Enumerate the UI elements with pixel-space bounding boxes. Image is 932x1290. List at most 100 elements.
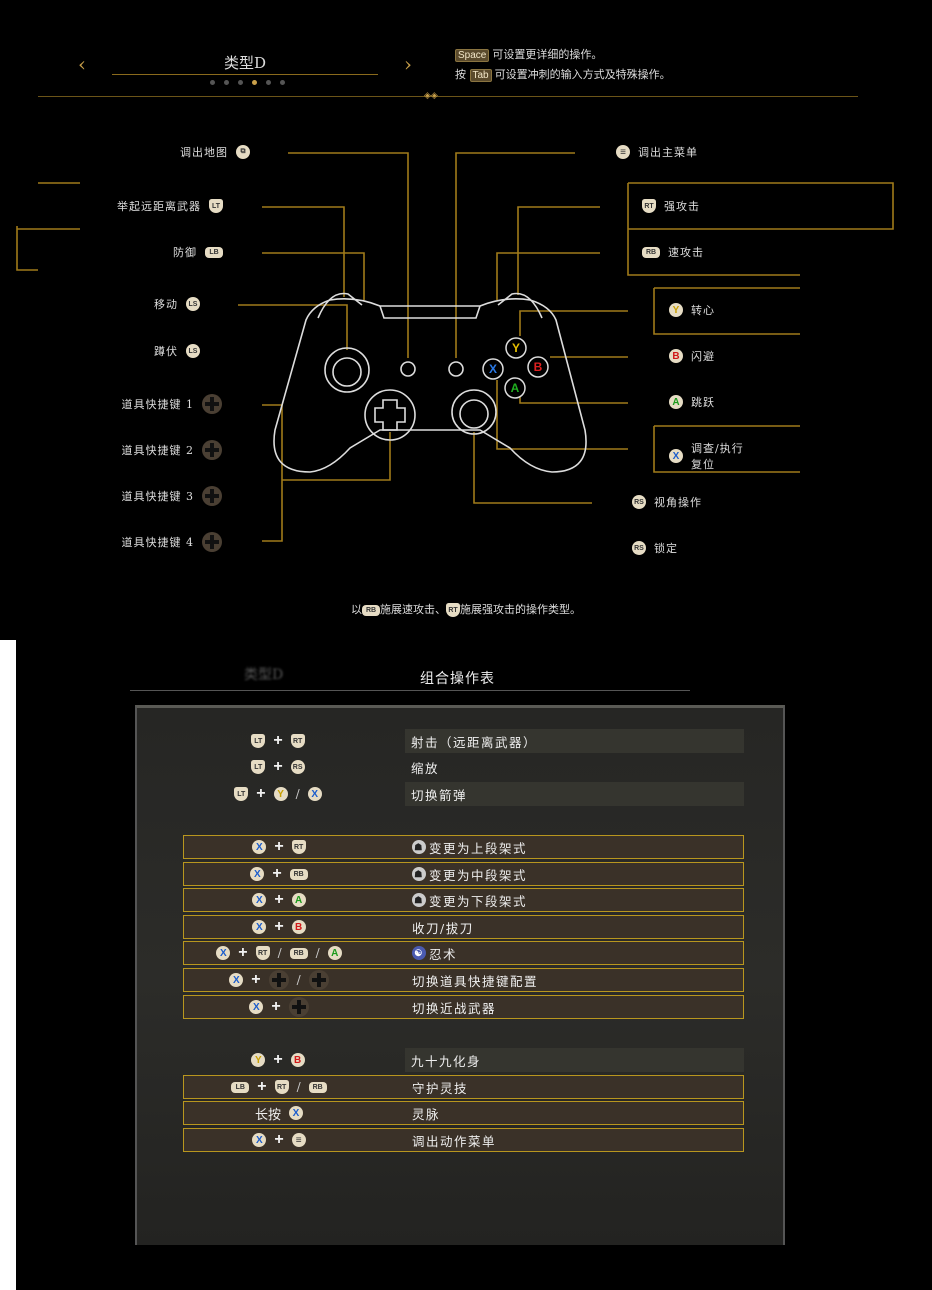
face-buttons: Y B A X xyxy=(482,337,549,399)
plus-sign: + xyxy=(272,865,282,882)
plus-sign: + xyxy=(274,1131,284,1148)
svg-text:A: A xyxy=(511,381,520,395)
label-text: 速攻击 xyxy=(668,246,704,259)
x-icon: X xyxy=(252,920,267,934)
dpad-icon xyxy=(308,970,329,990)
plus-sign: + xyxy=(251,971,261,988)
x-icon: X xyxy=(249,1000,264,1014)
left-label: 道具快捷键 2 xyxy=(0,440,222,460)
page-dot[interactable] xyxy=(252,80,257,85)
or-separator: / xyxy=(296,1080,301,1094)
page-dot[interactable] xyxy=(280,80,285,85)
label-text: 调出地图 xyxy=(180,146,228,159)
combo-keys: Y+B xyxy=(183,1051,373,1069)
combo-description: ☗变更为中段架式 xyxy=(406,863,743,885)
next-type-arrow-icon[interactable]: › xyxy=(404,52,412,76)
tab-key[interactable]: Tab xyxy=(469,69,492,82)
x-icon: X xyxy=(669,449,683,463)
combo-row: X+/切换道具快捷键配置 xyxy=(183,968,744,992)
combo-description: 灵脉 xyxy=(406,1102,743,1124)
combo-description: 缩放 xyxy=(405,755,744,779)
description-text: 切换箭弹 xyxy=(411,787,468,803)
rb-icon: RB xyxy=(642,246,660,258)
prev-type-arrow-icon[interactable]: ‹ xyxy=(78,52,86,76)
b-icon: B xyxy=(291,920,306,934)
label-text: 闪避 xyxy=(691,350,715,363)
rb-icon: RB xyxy=(308,1081,327,1093)
description-text: 缩放 xyxy=(411,760,440,776)
plus-sign: + xyxy=(238,944,248,961)
combo-description: 切换箭弹 xyxy=(405,782,744,806)
label-text: 强攻击 xyxy=(664,200,700,213)
plus-sign: + xyxy=(274,838,284,855)
label-text: 道具快捷键 1 xyxy=(121,398,194,411)
hint-tab-text: 可设置冲刺的输入方式及特殊操作。 xyxy=(494,68,671,81)
description-text: 切换道具快捷键配置 xyxy=(412,973,539,989)
y-icon: Y xyxy=(251,1053,266,1067)
white-strip xyxy=(0,640,16,1290)
label-text: 道具快捷键 3 xyxy=(121,490,194,503)
hint-tab-prefix: 按 xyxy=(455,68,466,81)
ghost-title: 类型D xyxy=(244,667,284,683)
label-text: 跳跃 xyxy=(691,396,715,409)
page-dot[interactable] xyxy=(224,80,229,85)
left-label: 道具快捷键 3 xyxy=(0,486,222,506)
leader-lines xyxy=(16,152,894,542)
dpad-icon xyxy=(202,394,222,414)
left-label: 蹲伏 LS xyxy=(0,343,200,359)
label-text: 视角操作 xyxy=(654,496,702,509)
left-label: 道具快捷键 1 xyxy=(0,394,222,414)
ninja-icon: ☯ xyxy=(412,946,426,960)
lb-icon: LB xyxy=(205,246,223,258)
x-icon: X xyxy=(252,1133,267,1147)
combo-keys: X+ xyxy=(184,997,374,1017)
combo-keys: X+ xyxy=(184,1131,374,1149)
combo-description: 射击（远距离武器） xyxy=(405,729,744,753)
ornament-icon: ◈◈ xyxy=(424,91,438,101)
combo-row: X+A☗变更为下段架式 xyxy=(183,888,744,912)
rb-icon: RB xyxy=(362,604,380,616)
combo-table-title: 组合操作表 xyxy=(420,671,495,687)
description-text: 射击（远距离武器） xyxy=(411,734,538,750)
combo-keys: LT+Y/X xyxy=(183,785,373,803)
b-icon: B xyxy=(669,349,683,363)
page-dot[interactable] xyxy=(266,80,271,85)
x-icon: X xyxy=(289,1106,303,1120)
label-text: 道具快捷键 4 xyxy=(121,536,194,549)
page-dot[interactable] xyxy=(210,80,215,85)
combo-table-screen: 类型D 组合操作表 LT+RT 射击（远距离武器） LT+RS 缩放 LT+Y/X 切换箭… xyxy=(0,640,932,1290)
page-dot[interactable] xyxy=(238,80,243,85)
combo-keys: LT+RS xyxy=(183,758,373,776)
description-text: 变更为中段架式 xyxy=(429,867,528,883)
label-text: 道具快捷键 2 xyxy=(121,444,194,457)
a-icon: A xyxy=(669,395,683,409)
combo-row: LT+Y/X 切换箭弹 xyxy=(183,782,744,806)
b-icon: B xyxy=(290,1053,305,1067)
controller-diagram: Y B A X xyxy=(16,152,894,542)
dpad-icon xyxy=(288,997,309,1017)
a-icon: A xyxy=(327,946,342,960)
rs-icon: RS xyxy=(632,495,646,509)
x-icon: X xyxy=(216,946,231,960)
description-text: 九十九化身 xyxy=(411,1053,482,1069)
plus-sign: + xyxy=(256,785,266,802)
type-title: 类型D xyxy=(223,54,267,72)
label-text: 举起远距离武器 xyxy=(117,200,201,213)
rb-icon: RB xyxy=(289,868,308,880)
ls-icon: LS xyxy=(186,344,200,358)
right-label: 调出主菜单 xyxy=(616,144,698,160)
menu-icon xyxy=(616,145,630,159)
combo-keys: X+RT/RB/A xyxy=(184,944,374,962)
rt-icon: RT xyxy=(446,603,460,617)
space-key[interactable]: Space xyxy=(455,49,490,62)
description-text: 忍术 xyxy=(429,946,458,962)
label-text: 锁定 xyxy=(654,542,678,555)
combo-row: LT+RT 射击（远距离武器） xyxy=(183,729,744,753)
combo-keys: LT+RT xyxy=(183,732,373,750)
label-text: 蹲伏 xyxy=(154,345,178,358)
